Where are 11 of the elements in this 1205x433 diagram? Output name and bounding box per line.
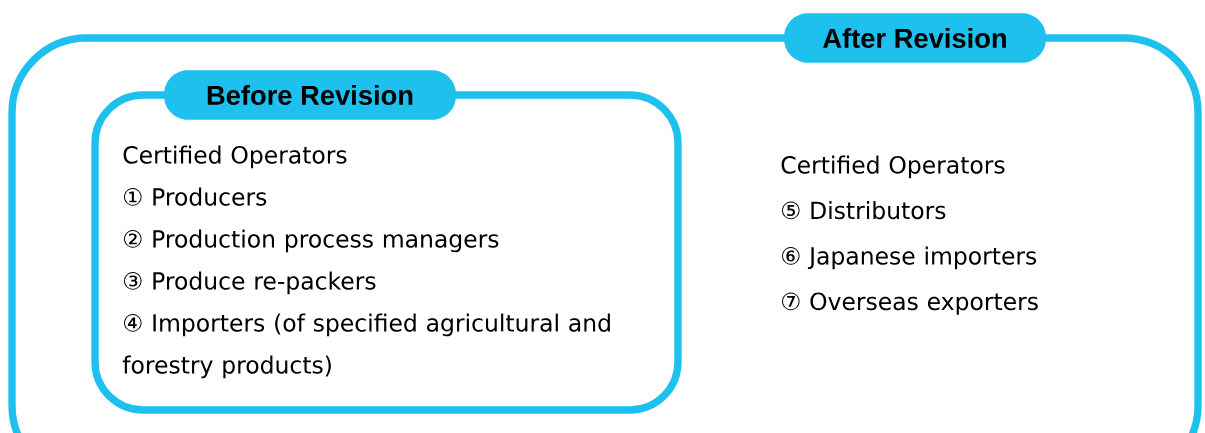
list-item: Certified Operators xyxy=(781,155,1005,179)
heading-tab: After Revision xyxy=(784,13,1046,63)
list-item: ④ Importers (of specified agricultural and forestry products) xyxy=(122,313,610,379)
heading-tab: Before Revision xyxy=(164,70,456,120)
list-item: Certified Operators xyxy=(123,145,347,169)
list-item: ① Producers xyxy=(124,187,267,206)
list-item: ③ Produce re-packers xyxy=(124,271,376,295)
list-item: ⑦ Overseas exporters xyxy=(782,292,1038,315)
list-item: ⑥ Japanese importers xyxy=(782,246,1037,270)
list-item: ② Production process managers xyxy=(124,229,499,253)
list-item: ⑤ Distributors xyxy=(782,201,946,220)
